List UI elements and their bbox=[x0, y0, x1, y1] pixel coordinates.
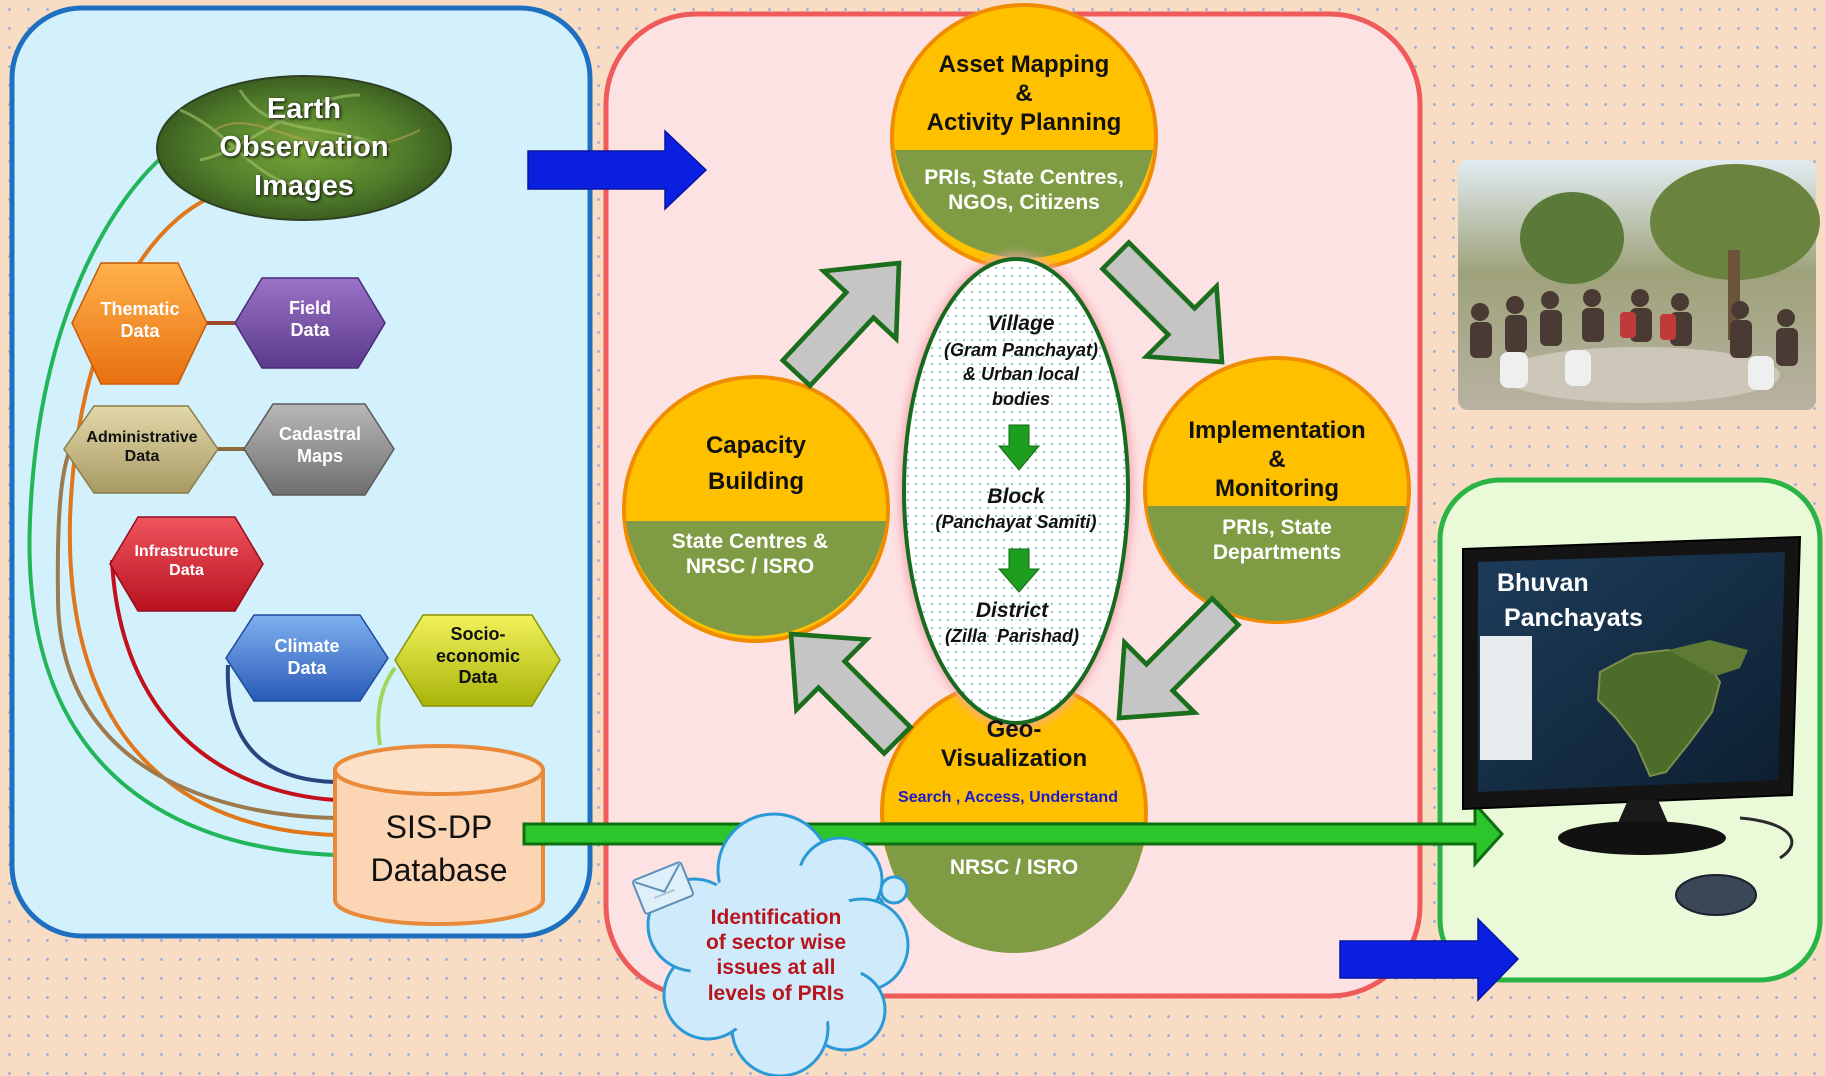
stage-geo-visualization bbox=[880, 678, 1148, 953]
implementation-actors: PRIs, State Departments bbox=[1212, 516, 1342, 565]
earth-observation-label: Earth Observation Images bbox=[219, 93, 389, 202]
connector-earth-observation bbox=[27, 148, 336, 857]
geo-visualization-actors: NRSC / ISRO bbox=[949, 856, 1079, 879]
chain-arrow-village-to-block bbox=[997, 424, 1041, 471]
earth-observation-node bbox=[156, 75, 452, 221]
hierarchy-ellipse bbox=[902, 257, 1130, 725]
mouse bbox=[1675, 874, 1757, 916]
flow-arrow-to-cycle bbox=[527, 129, 708, 211]
hierarchy-district-sub: (Zilla Parishad) bbox=[944, 626, 1080, 646]
socioeconomic-data-hex bbox=[394, 614, 561, 707]
socioeconomic-data-label: Socio- economic Data bbox=[435, 624, 521, 688]
stage-implementation bbox=[1143, 356, 1411, 624]
cadastral-maps-hex bbox=[243, 403, 395, 496]
cycle-arrows bbox=[779, 239, 1242, 757]
source-connectors bbox=[27, 148, 397, 857]
hierarchy-village-sub: (Gram Panchayat) & Urban local bodies bbox=[943, 340, 1099, 409]
monitor bbox=[1462, 535, 1802, 916]
connector-socioeconomic bbox=[376, 666, 397, 746]
bhuvan-panchayats-label: Bhuvan Panchayats bbox=[1497, 569, 1643, 632]
field-data-label: Field Data bbox=[288, 298, 331, 340]
issues-cloud-text: Identification of sector wise issues at … bbox=[705, 906, 847, 1005]
envelope-icon bbox=[632, 861, 694, 915]
climate-data-label: Climate Data bbox=[274, 636, 340, 678]
connector-climate bbox=[225, 664, 336, 784]
connector-infrastructure bbox=[110, 559, 336, 802]
thematic-data-label: Thematic Data bbox=[100, 299, 180, 341]
hierarchy-block: Block bbox=[987, 485, 1045, 508]
flow-arrow-database-to-bhuvan bbox=[522, 800, 1505, 868]
hierarchy-village: Village bbox=[987, 312, 1055, 335]
capacity-building-actors: State Centres & NRSC / ISRO bbox=[671, 530, 829, 579]
asset-mapping-actors: PRIs, State Centres, NGOs, Citizens bbox=[924, 166, 1124, 215]
cadastral-maps-label: Cadastral Maps bbox=[278, 424, 362, 466]
infrastructure-data-label: Infrastructure Data bbox=[134, 543, 239, 580]
stage-asset-mapping bbox=[890, 3, 1158, 271]
cycle-arrow-geo-to-capacity bbox=[788, 631, 914, 757]
chain-arrows bbox=[997, 424, 1041, 593]
flow-arrow-to-bhuvan bbox=[1339, 917, 1520, 1002]
hierarchy-district: District bbox=[975, 599, 1049, 622]
climate-data-hex bbox=[225, 614, 389, 702]
sis-dp-database bbox=[333, 744, 545, 926]
field-data-hex bbox=[234, 277, 386, 369]
stage-capacity-building bbox=[622, 375, 890, 643]
cycle-arrow-asset-to-implementation bbox=[1099, 239, 1225, 365]
cycle-arrow-implementation-to-geo bbox=[1116, 595, 1242, 721]
implementation-title: Implementation & Monitoring bbox=[1188, 417, 1366, 502]
thematic-data-hex bbox=[71, 262, 208, 385]
database-label: SIS-DP Database bbox=[370, 809, 508, 889]
administrative-data-label: Administrative Data bbox=[86, 429, 198, 466]
geo-visualization-tagline: Search , Access, Understand bbox=[898, 789, 1118, 806]
connector-administrative bbox=[55, 444, 336, 820]
hierarchy-block-sub: (Panchayat Samiti) bbox=[935, 512, 1097, 532]
infrastructure-data-hex bbox=[109, 516, 264, 612]
cycle-arrow-capacity-to-asset bbox=[779, 260, 902, 389]
asset-mapping-title: Asset Mapping & Activity Planning bbox=[926, 51, 1122, 136]
capacity-building-title: Capacity Building bbox=[705, 432, 807, 495]
hexagons bbox=[63, 262, 561, 707]
issues-cloud bbox=[646, 812, 910, 1076]
geo-visualization-title: Geo- Visualization bbox=[940, 716, 1088, 772]
village-meeting-photo bbox=[1458, 160, 1820, 410]
chain-arrow-block-to-district bbox=[997, 548, 1041, 593]
administrative-data-hex bbox=[63, 405, 219, 494]
